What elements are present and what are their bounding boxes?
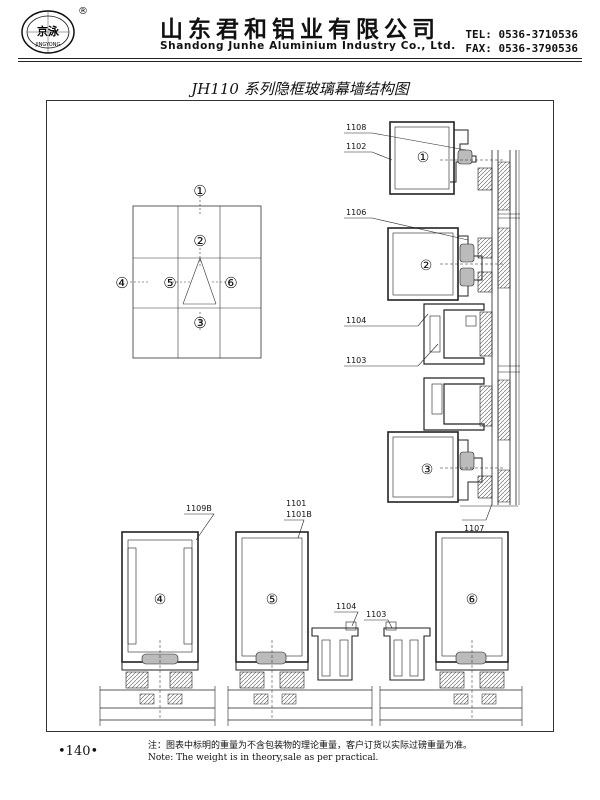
part-numbers-right: 1108 1102 1106 1104 1103 1107 bbox=[346, 123, 484, 533]
section-marker-6: ⑥ bbox=[466, 592, 479, 608]
part-1104-b: 1104 bbox=[336, 602, 356, 611]
part-1107: 1107 bbox=[464, 524, 484, 533]
marker-3: ③ bbox=[193, 314, 206, 332]
company-logo: 京泳 JINGYONG bbox=[21, 10, 75, 54]
contact-block: TEL: 0536-3710536 FAX: 0536-3790536 bbox=[465, 28, 578, 56]
section-marker-3: ③ bbox=[421, 462, 434, 478]
drawing-frame bbox=[46, 100, 554, 732]
key-plan bbox=[130, 196, 262, 359]
header-rule bbox=[18, 58, 582, 59]
logo-text: 京泳 bbox=[37, 24, 60, 38]
company-name-en: Shandong Junhe Aluminium Industry Co., L… bbox=[160, 40, 456, 52]
section-marker-5: ⑤ bbox=[266, 592, 279, 608]
section-marker-2: ② bbox=[420, 258, 433, 274]
company-name-cn: 山东君和铝业有限公司 bbox=[160, 17, 440, 43]
note-en: Note: The weight is in theory,sale as pe… bbox=[148, 753, 379, 763]
note-cn: 注：图表中标明的重量为不含包装物的理论重量，客户订货以实际过磅重量为准。 bbox=[148, 741, 473, 751]
key-plan-markers: ① ② ③ ④ ⑤ ⑥ bbox=[115, 182, 237, 332]
part-1101b: 1101B bbox=[286, 510, 312, 519]
horizontal-section-markers: ④ ⑤ ⑥ bbox=[154, 592, 479, 608]
footer-note: 注：图表中标明的重量为不含包装物的理论重量，客户订货以实际过磅重量为准。 Not… bbox=[148, 740, 472, 764]
part-1108: 1108 bbox=[346, 123, 366, 132]
header-rule-thin bbox=[18, 61, 582, 62]
horizontal-sections bbox=[99, 531, 523, 726]
fax-text: FAX: 0536-3790536 bbox=[465, 42, 578, 55]
marker-5: ⑤ bbox=[163, 274, 176, 292]
page-number: •140• bbox=[58, 744, 99, 759]
marker-4: ④ bbox=[115, 274, 128, 292]
part-1103-a: 1103 bbox=[346, 356, 366, 365]
part-1104-a: 1104 bbox=[346, 316, 366, 325]
part-1106: 1106 bbox=[346, 208, 366, 217]
part-numbers-bottom: 1109B 1101 1101B 1104 1103 bbox=[186, 499, 386, 619]
section-marker-1: ① bbox=[417, 150, 430, 166]
leader-lines-bottom bbox=[184, 513, 393, 629]
marker-2: ② bbox=[193, 232, 206, 250]
part-1101: 1101 bbox=[286, 499, 306, 508]
marker-6: ⑥ bbox=[224, 274, 237, 292]
logo-subtext: JINGYONG bbox=[35, 42, 61, 48]
leader-lines bbox=[344, 132, 493, 521]
marker-1: ① bbox=[193, 182, 206, 200]
part-1103-b: 1103 bbox=[366, 610, 386, 619]
registered-mark: ® bbox=[78, 6, 88, 17]
part-1102: 1102 bbox=[346, 142, 366, 151]
vertical-section-markers: ① ② ③ bbox=[417, 150, 434, 478]
section-marker-4: ④ bbox=[154, 592, 167, 608]
tel-text: TEL: 0536-3710536 bbox=[465, 28, 578, 41]
part-1109b: 1109B bbox=[186, 504, 212, 513]
drawing-title: JH110 系列隐框玻璃幕墙结构图 bbox=[191, 80, 409, 98]
vertical-section bbox=[387, 121, 520, 507]
